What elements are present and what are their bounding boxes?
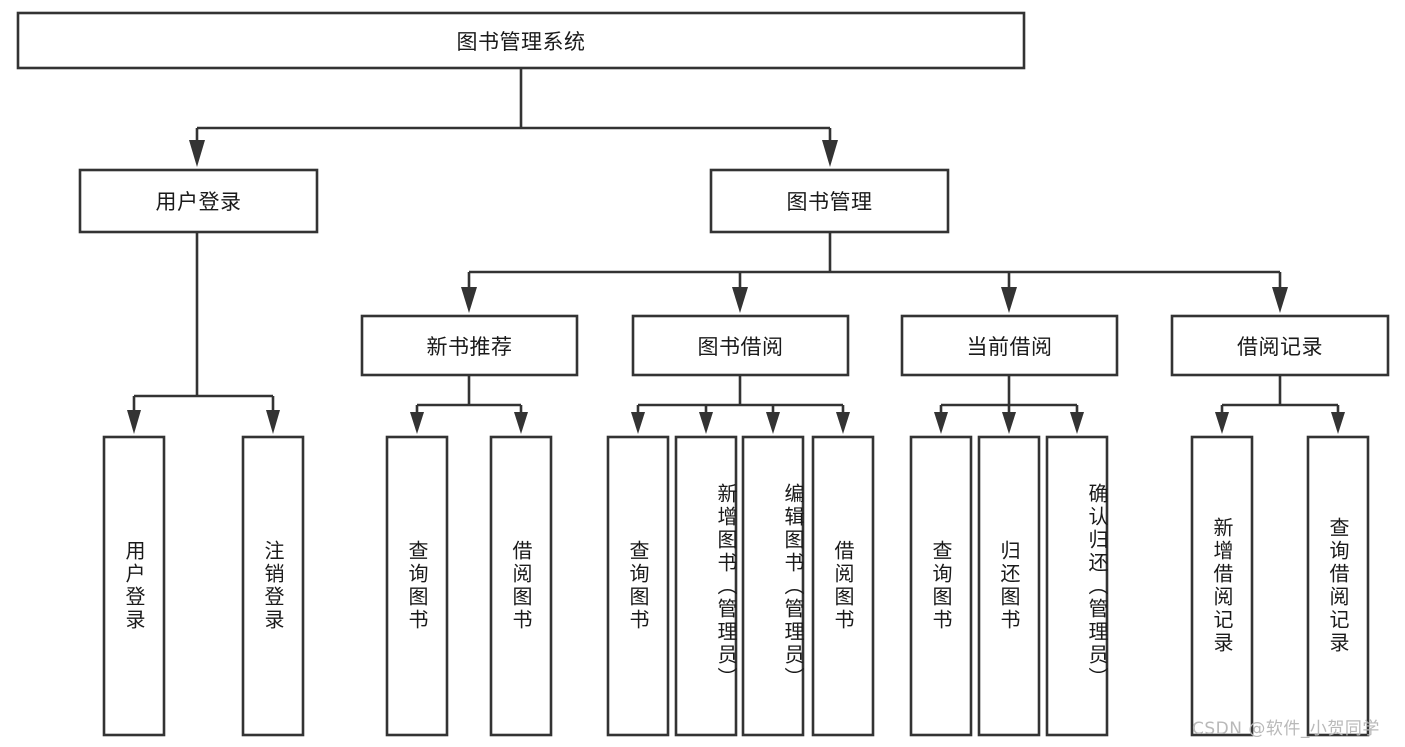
connector-group-borrow-record [1215,375,1345,434]
node-box-leaf-return-book[interactable] [977,435,1041,737]
arrow-head-book-manage [822,140,838,167]
node-box-leaf-query-book-1[interactable] [385,435,449,737]
node-box-leaf-borrow-book-2[interactable] [811,435,875,737]
node-box-leaf-query-book-2[interactable] [606,435,670,737]
connector-group-book-borrow [631,375,850,434]
arrow-head-leaf-query-book-2 [631,412,645,434]
arrow-head-leaf-query-record [1331,412,1345,434]
arrow-head-current-borrow [1001,287,1017,313]
arrow-head-leaf-query-book-3 [934,412,948,434]
node-box-leaf-add-book[interactable] [674,435,738,737]
arrow-head-leaf-add-record [1215,412,1229,434]
arrow-head-leaf-user-logout [266,410,280,434]
arrow-head-leaf-user-login [127,410,141,434]
node-box-borrow-record[interactable] [1170,314,1390,377]
arrow-head-leaf-return-book [1002,412,1016,434]
node-box-book-manage[interactable] [709,168,950,234]
connector-group-new-book-recommend [410,375,528,434]
node-box-root[interactable] [16,11,1026,70]
arrow-head-leaf-borrow-book-2 [836,412,850,434]
node-box-leaf-query-record[interactable] [1306,435,1370,737]
node-box-user-login[interactable] [78,168,319,234]
connector-group-root [189,68,838,167]
arrow-head-leaf-borrow-book-1 [514,412,528,434]
arrow-head-new-book-recommend [461,287,477,313]
arrow-head-book-borrow [732,287,748,313]
node-box-current-borrow[interactable] [900,314,1119,377]
arrow-head-leaf-add-book [699,412,713,434]
node-box-leaf-borrow-book-1[interactable] [489,435,553,737]
node-box-leaf-add-record[interactable] [1190,435,1254,737]
node-box-leaf-user-logout[interactable] [241,435,305,737]
node-box-book-borrow[interactable] [631,314,850,377]
connector-group-user-login [127,232,280,434]
node-box-leaf-query-book-3[interactable] [909,435,973,737]
node-box-leaf-edit-book[interactable] [741,435,805,737]
arrow-head-leaf-confirm-return [1070,412,1084,434]
node-box-new-book-recommend[interactable] [360,314,579,377]
connector-group-current-borrow [934,375,1084,434]
arrow-head-user-login [189,140,205,167]
arrow-head-leaf-query-book-1 [410,412,424,434]
arrow-head-leaf-edit-book [766,412,780,434]
connector-group-book-manage [461,232,1288,313]
node-box-leaf-confirm-return[interactable] [1045,435,1109,737]
arrow-head-borrow-record [1272,287,1288,313]
node-box-leaf-user-login[interactable] [102,435,166,737]
